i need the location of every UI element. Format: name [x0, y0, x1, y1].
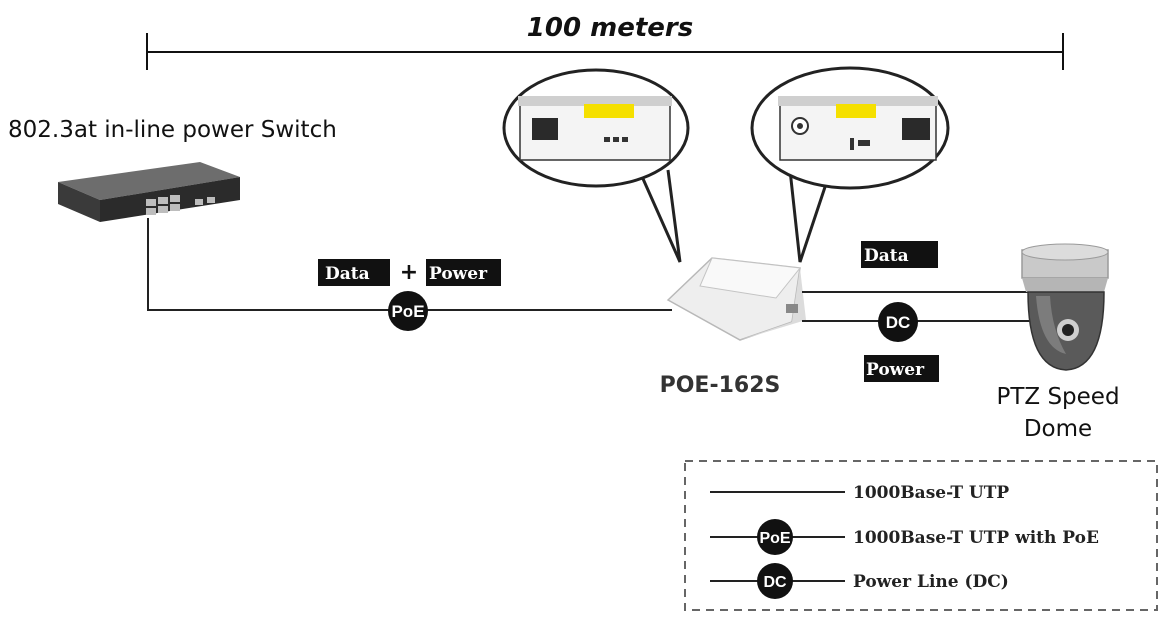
camera-power-tag: Power: [864, 355, 939, 382]
distance-bar: [146, 33, 1064, 70]
legend-item-utp: 1000Base-T UTP: [710, 483, 1009, 503]
svg-text:DC: DC: [763, 574, 787, 591]
poe-power-tag: Power: [426, 259, 501, 286]
svg-text:Data: Data: [864, 246, 909, 266]
legend-poe-badge: PoE: [757, 519, 793, 555]
svg-text:PoE: PoE: [759, 530, 790, 547]
poe-plus-sign: +: [400, 260, 418, 285]
svg-text:Power: Power: [866, 360, 925, 380]
injector-output-zoom-bubble: [750, 66, 950, 263]
svg-text:Data: Data: [325, 264, 370, 284]
injector-label: POE-162S: [660, 373, 781, 398]
switch-label: 802.3at in-line power Switch: [8, 117, 337, 143]
poe-injector-icon: [666, 257, 806, 341]
poe-data-tag: Data: [318, 259, 390, 286]
camera-label-line2: Dome: [1024, 416, 1092, 442]
poe-cable: [147, 218, 672, 311]
svg-text:1000Base-T UTP: 1000Base-T UTP: [853, 483, 1009, 503]
dc-badge: DC: [878, 302, 918, 342]
switch-icon: [58, 162, 240, 222]
svg-text:Power Line (DC): Power Line (DC): [853, 572, 1009, 592]
camera-data-tag: Data: [861, 241, 938, 268]
svg-text:PoE: PoE: [391, 302, 424, 321]
distance-label: 100 meters: [527, 13, 693, 43]
svg-text:1000Base-T UTP with PoE: 1000Base-T UTP with PoE: [853, 528, 1099, 548]
camera-label-line1: PTZ Speed: [996, 384, 1119, 410]
ptz-camera-icon: [1021, 243, 1109, 371]
legend-box: [684, 460, 1158, 611]
legend-dc-badge: DC: [757, 563, 793, 599]
legend-item-utp-poe: PoE 1000Base-T UTP with PoE: [710, 519, 1099, 555]
poe-badge: PoE: [388, 291, 428, 331]
legend-item-dc: DC Power Line (DC): [710, 563, 1009, 599]
svg-text:Power: Power: [429, 264, 488, 284]
svg-text:DC: DC: [886, 313, 911, 332]
injector-input-zoom-bubble: [502, 68, 690, 263]
